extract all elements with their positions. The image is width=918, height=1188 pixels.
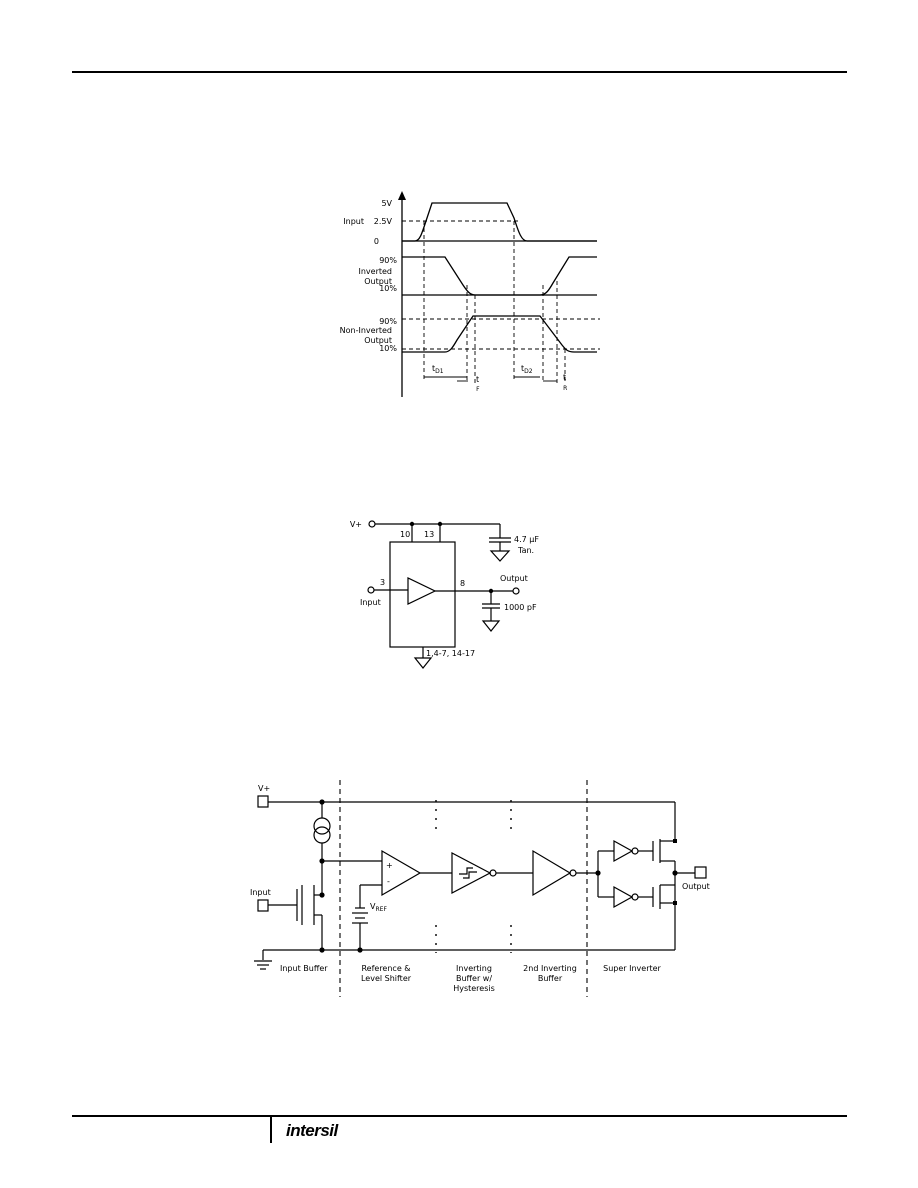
footer-divider (270, 1117, 272, 1143)
label-opamp-plus: + (386, 861, 393, 870)
label-section-buffer: Buffer (538, 974, 563, 983)
label-output: Output (682, 882, 710, 891)
label-inverted: Inverted (358, 267, 392, 276)
label-noninv-10: 10% (379, 344, 397, 353)
label-noninverted-output: Output (364, 336, 392, 345)
label-section-super-inverter: Super Inverter (603, 964, 661, 973)
label-section-inverting: Inverting (456, 964, 492, 973)
label-input: Input (250, 888, 271, 897)
header-rule (72, 71, 847, 73)
label-inverted-output: Output (364, 277, 392, 286)
timing-diagram: 5V Input 2.5V 0 Inverted Output 90% 10% … (340, 191, 600, 397)
label-opamp-minus: - (387, 877, 390, 886)
label-td2: tD2 (521, 364, 533, 375)
label-pin8: 8 (460, 579, 465, 588)
label-section-reference: Reference & (361, 964, 410, 973)
label-vplus: V+ (350, 520, 362, 529)
label-cap1-type: Tan. (517, 546, 534, 555)
label-noninv-90: 90% (379, 317, 397, 326)
label-pin3: 3 (380, 578, 385, 587)
label-vplus: V+ (258, 784, 270, 793)
label-section-buffer-w: Buffer w/ (456, 974, 492, 983)
footer-rule (72, 1115, 847, 1117)
block-diagram: V+ Input Output + - VREF Input Buffer Re… (250, 780, 710, 997)
label-pin13: 13 (424, 530, 434, 539)
label-section-hysteresis: Hysteresis (453, 984, 495, 993)
label-gnd-pins: 1,4-7, 14-17 (426, 649, 475, 658)
intersil-logo: intersil (286, 1121, 338, 1140)
label-zero: 0 (374, 237, 379, 246)
label-output: Output (500, 574, 528, 583)
label-section-level-shifter: Level Shifter (361, 974, 412, 983)
label-noninverted: Non-Inverted (340, 326, 392, 335)
label-2-5v: 2.5V (374, 217, 393, 226)
label-section-input-buffer: Input Buffer (280, 964, 328, 973)
label-inv-10: 10% (379, 284, 397, 293)
label-input: Input (343, 217, 364, 226)
label-cap2: 1000 pF (504, 603, 537, 612)
label-vref: VREF (370, 902, 387, 913)
label-5v: 5V (381, 199, 392, 208)
label-td1: tD1 (432, 364, 444, 375)
label-pin10: 10 (400, 530, 410, 539)
test-circuit: V+ 10 13 4.7 µF Tan. 3 Input 8 Output 10… (350, 520, 539, 669)
label-section-2nd-inverting: 2nd Inverting (523, 964, 577, 973)
label-input: Input (360, 598, 381, 607)
label-inv-90: 90% (379, 256, 397, 265)
label-cap1: 4.7 µF (514, 535, 539, 544)
